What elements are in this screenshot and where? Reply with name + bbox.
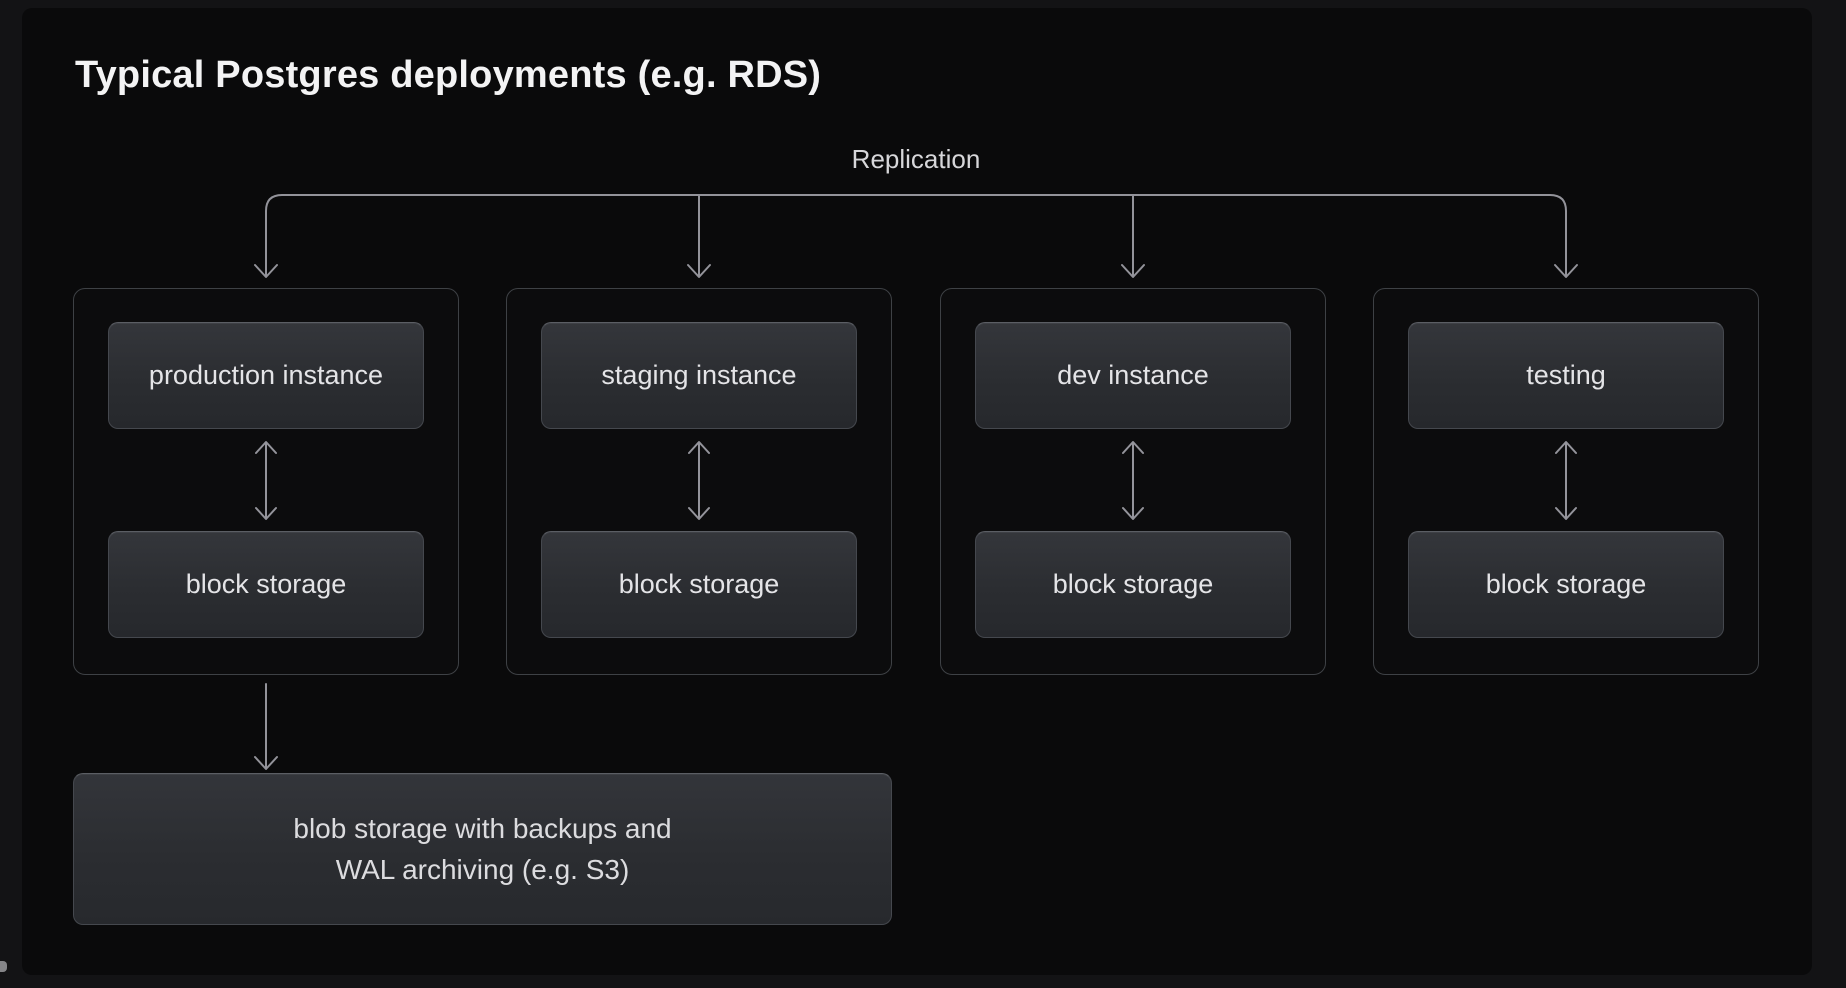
storage-label: block storage bbox=[1486, 569, 1647, 600]
arrowhead-down-staging bbox=[688, 265, 710, 277]
left-edge-artifact bbox=[0, 961, 7, 972]
blob-storage-label-line2: WAL archiving (e.g. S3) bbox=[336, 849, 630, 890]
arrowhead-down-production bbox=[255, 265, 277, 277]
storage-label: block storage bbox=[619, 569, 780, 600]
instance-box-dev: dev instance bbox=[975, 322, 1291, 429]
storage-box-dev: block storage bbox=[975, 531, 1291, 638]
arrowhead-down-dev bbox=[1122, 265, 1144, 277]
storage-label: block storage bbox=[1053, 569, 1214, 600]
instance-box-testing: testing bbox=[1408, 322, 1724, 429]
storage-box-staging: block storage bbox=[541, 531, 857, 638]
instance-label: staging instance bbox=[601, 360, 796, 391]
arrowhead-down-testing bbox=[1555, 265, 1577, 277]
page-title: Typical Postgres deployments (e.g. RDS) bbox=[75, 54, 821, 97]
instance-label: production instance bbox=[149, 360, 383, 391]
storage-label: block storage bbox=[186, 569, 347, 600]
replication-bracket bbox=[266, 195, 1566, 276]
blob-storage-label-line1: blob storage with backups and bbox=[293, 808, 671, 849]
storage-box-testing: block storage bbox=[1408, 531, 1724, 638]
instance-box-staging: staging instance bbox=[541, 322, 857, 429]
storage-box-production: block storage bbox=[108, 531, 424, 638]
replication-label: Replication bbox=[816, 144, 1016, 175]
instance-label: testing bbox=[1526, 360, 1606, 391]
instance-box-production: production instance bbox=[108, 322, 424, 429]
arrow-production-to-blob bbox=[255, 684, 277, 769]
blob-storage-box: blob storage with backups and WAL archiv… bbox=[73, 773, 892, 925]
instance-label: dev instance bbox=[1057, 360, 1209, 391]
